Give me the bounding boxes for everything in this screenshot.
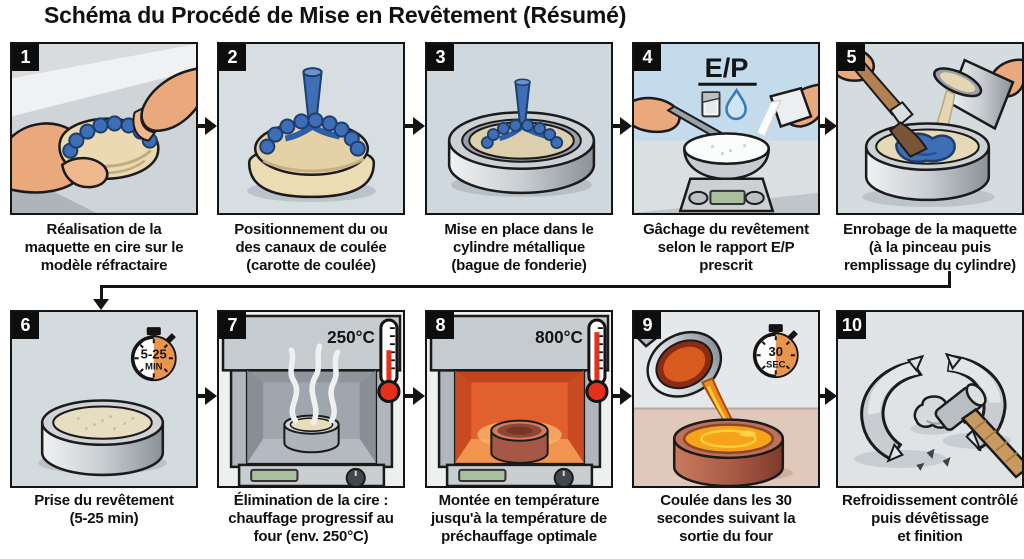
hammer-icon <box>934 383 1022 479</box>
step-4-caption: Gâchage du revêtement selon le rapport E… <box>643 221 809 274</box>
arrow-step1-step2-icon <box>196 116 217 135</box>
diagram-title: Schéma du Procédé de Mise en Revêtement … <box>44 2 627 28</box>
temperature-label: 800°C <box>535 328 583 347</box>
step-8-illustration: 800°C <box>427 312 611 486</box>
step-2-panel: 2 <box>217 42 405 215</box>
arrow-step8-step9-icon <box>611 386 632 405</box>
arrow-step3-step4-icon <box>611 116 632 135</box>
step-9-illustration: 30 SEC <box>634 312 818 486</box>
step-8-panel: 800°C 8 <box>425 310 613 488</box>
step-7-number: 7 <box>219 312 246 339</box>
step-7-panel: 250°C 7 <box>217 310 405 488</box>
thermometer-icon <box>377 318 401 404</box>
step-9-panel: 30 SEC 9 <box>632 310 820 488</box>
step-9-number: 9 <box>634 312 661 339</box>
step-8-caption: Montée en température jusqu'à la tempéra… <box>430 492 608 545</box>
step-7-caption: Élimination de la cire : chauffage progr… <box>228 492 394 545</box>
arrow-step6-step7-icon <box>196 386 217 405</box>
brush-icon <box>848 56 928 158</box>
wax-teeth <box>480 119 564 150</box>
step-1-caption: Réalisation de la maquette en cire sur l… <box>24 221 184 274</box>
wax-teeth <box>259 112 366 157</box>
step-6-number: 6 <box>12 312 39 339</box>
model-with-sprue <box>247 67 376 199</box>
step-4-number: 4 <box>634 44 661 71</box>
smoke-icon <box>288 343 341 426</box>
connector-horizontal <box>100 285 951 288</box>
step-10-caption: Refroidissement contrôlé puis dévêtissag… <box>841 492 1019 545</box>
casting-pour-scene <box>634 316 785 486</box>
step-2-caption: Positionnement du ou des canaux de coulé… <box>234 221 388 274</box>
preheating-furnace <box>429 314 610 486</box>
step-3-number: 3 <box>427 44 454 71</box>
arrow-step2-step3-icon <box>403 116 425 135</box>
connector-arrowhead-icon <box>93 299 109 310</box>
step-5-illustration <box>838 44 1022 213</box>
arrow-step4-step5-icon <box>818 116 837 135</box>
digital-scale <box>678 177 775 213</box>
step-5-number: 5 <box>838 44 865 71</box>
step-10-panel: 10 <box>836 310 1024 488</box>
step-3-panel: 3 <box>425 42 613 215</box>
timer-value: 30 <box>769 344 784 359</box>
temperature-label: 250°C <box>327 328 375 347</box>
step-6-illustration: 5-25 MIN <box>12 312 196 486</box>
connector-vertical-left <box>100 288 103 300</box>
step-3-caption: Mise en place dans le cylindre métalliqu… <box>444 221 594 274</box>
step-2-illustration <box>219 44 403 213</box>
step-4-illustration: E/P <box>634 44 818 213</box>
step-10-number: 10 <box>838 312 867 339</box>
debris <box>916 448 951 471</box>
step-5-panel: 5 <box>836 42 1024 215</box>
step-6-caption: Prise du revêtement (5-25 min) <box>34 492 174 527</box>
timer-value: 5-25 <box>141 346 167 361</box>
powder-sachet-icon <box>701 91 721 118</box>
stopwatch-icon: 5-25 MIN <box>130 327 177 382</box>
arrow-step9-step10-icon <box>818 386 837 405</box>
timer-unit: SEC <box>766 359 786 370</box>
thermometer-icon <box>585 318 609 404</box>
step-9-caption: Coulée dans les 30 secondes suivant la s… <box>656 492 796 545</box>
step-3-illustration <box>427 44 611 213</box>
step-1-number: 1 <box>12 44 39 71</box>
arrow-step7-step8-icon <box>403 386 425 405</box>
stopwatch-icon: 30 SEC <box>752 324 799 379</box>
step-10-illustration <box>838 312 1022 486</box>
mixing-scene <box>634 83 818 213</box>
hands-holding-wax-model <box>12 67 196 194</box>
step-6-panel: 5-25 MIN 6 <box>10 310 198 488</box>
step-1-illustration <box>12 44 196 213</box>
step-8-number: 8 <box>427 312 454 339</box>
step-5-caption: Enrobage de la maquette (à la pinceau pu… <box>843 221 1017 274</box>
filled-ring <box>40 399 165 477</box>
step-4-panel: E/P 4 <box>632 42 820 215</box>
casting-ring-with-model <box>447 78 596 195</box>
step-2-number: 2 <box>219 44 246 71</box>
step-1-panel: 1 <box>10 42 198 215</box>
burnout-oven <box>221 314 402 486</box>
timer-unit: MIN <box>145 361 163 372</box>
connector-vertical-right <box>948 271 951 287</box>
step-7-illustration: 250°C <box>219 312 403 486</box>
water-drop-icon <box>725 87 747 121</box>
ep-ratio-label: E/P <box>705 52 749 83</box>
